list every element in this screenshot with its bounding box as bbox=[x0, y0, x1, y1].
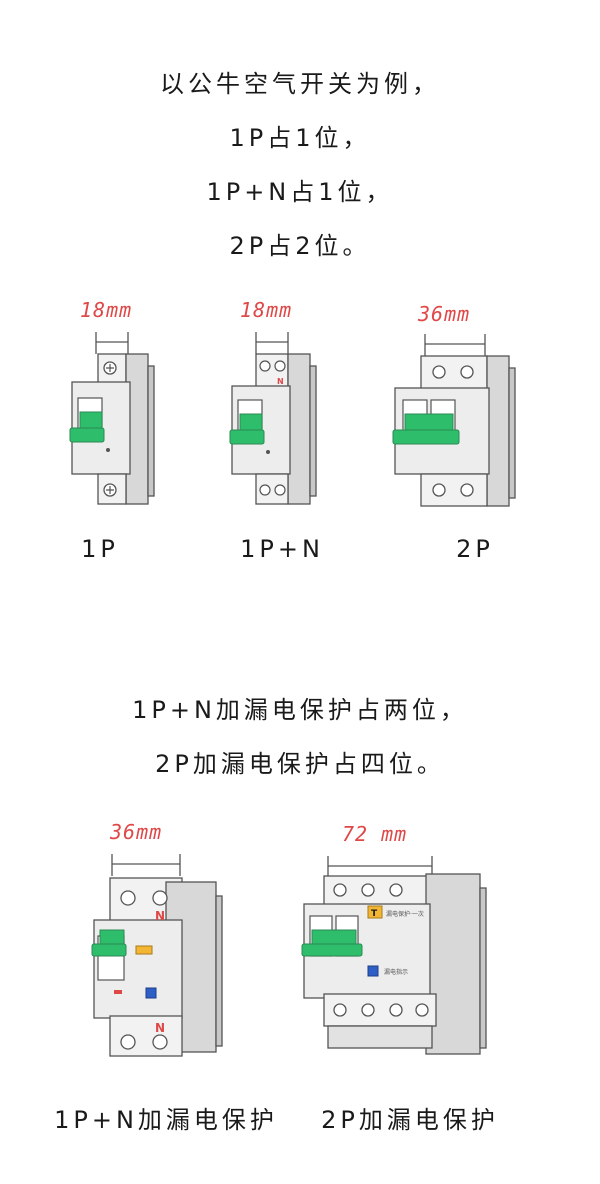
breaker-1p-n-illustration: N bbox=[229, 332, 317, 505]
intro-line-1: 以公牛空气开关为例， bbox=[160, 70, 440, 98]
marker-n: N bbox=[277, 377, 284, 386]
marker-n-top: N bbox=[155, 909, 165, 923]
caption-1p-n-rcd: 1P+N加漏电保护 bbox=[54, 1106, 278, 1134]
breaker-1p-illustration bbox=[69, 332, 155, 505]
dimension-label-2p: 36mm bbox=[418, 302, 471, 326]
caption-1p: 1P bbox=[81, 535, 119, 563]
dimension-label-2p-rcd: 72 mm bbox=[342, 822, 408, 846]
breaker-2p-rcd-illustration: T 漏电保护·一次 漏电指示 bbox=[301, 856, 487, 1055]
rcd-label-mid: 漏电指示 bbox=[384, 968, 408, 976]
dimension-label-1p-n-rcd: 36mm bbox=[110, 820, 163, 844]
caption-2p-rcd: 2P加漏电保护 bbox=[321, 1106, 499, 1134]
test-badge-t: T bbox=[371, 909, 378, 919]
caption-2p: 2P bbox=[456, 535, 494, 563]
intro-line-4: 2P占2位。 bbox=[229, 232, 371, 260]
intro-line-2: 1P占1位， bbox=[229, 124, 371, 152]
rcd-label-top: 漏电保护·一次 bbox=[386, 910, 424, 918]
caption-1p-n: 1P+N bbox=[240, 535, 324, 563]
middle-line-2: 2P加漏电保护占四位。 bbox=[155, 750, 445, 778]
middle-line-1: 1P+N加漏电保护占两位， bbox=[132, 696, 468, 724]
breaker-1p-n-rcd-illustration: N N bbox=[91, 854, 223, 1057]
breaker-2p-illustration bbox=[392, 334, 516, 507]
intro-line-3: 1P+N占1位， bbox=[206, 178, 394, 206]
marker-n-bottom: N bbox=[155, 1021, 165, 1035]
dimension-label-1p-n: 18mm bbox=[240, 298, 293, 322]
dimension-label-1p: 18mm bbox=[80, 298, 133, 322]
